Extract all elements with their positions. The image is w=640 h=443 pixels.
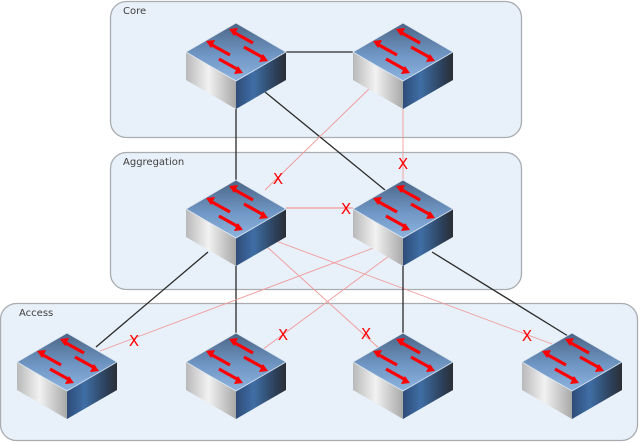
access-layer-label: Access bbox=[19, 308, 53, 319]
link-agg-1-access-4 bbox=[267, 237, 553, 345]
blocked-mark-agg-1-agg-2: X bbox=[341, 200, 351, 218]
link-core-1-agg-2 bbox=[264, 91, 386, 191]
link-agg-2-access-1 bbox=[99, 246, 377, 352]
blocked-mark-core-2-agg-2: X bbox=[398, 155, 408, 173]
blocked-mark-agg-2-access-1: X bbox=[129, 332, 139, 350]
blocked-mark-core-2-agg-1: X bbox=[273, 170, 283, 188]
core-layer-label: Core bbox=[123, 6, 146, 17]
blocked-markers: X X X X X X X bbox=[129, 155, 532, 350]
link-agg-1-access-1 bbox=[95, 251, 209, 348]
link-agg-2-access-4 bbox=[431, 251, 569, 337]
blocked-mark-agg-1-access-4: X bbox=[522, 327, 532, 345]
aggregation-layer-label: Aggregation bbox=[123, 157, 184, 168]
link-agg-2-access-2 bbox=[261, 255, 390, 351]
blocked-mark-agg-2-access-2: X bbox=[278, 326, 288, 344]
access-layer-box bbox=[0, 302, 639, 442]
layer-core: Core bbox=[109, 0, 523, 139]
layer-access: Access bbox=[0, 302, 639, 442]
link-core-2-agg-1 bbox=[264, 87, 371, 191]
link-agg-1-access-3 bbox=[265, 245, 382, 351]
blocked-mark-agg-1-access-3: X bbox=[361, 325, 371, 343]
core-layer-box bbox=[109, 0, 523, 139]
links bbox=[95, 51, 569, 352]
